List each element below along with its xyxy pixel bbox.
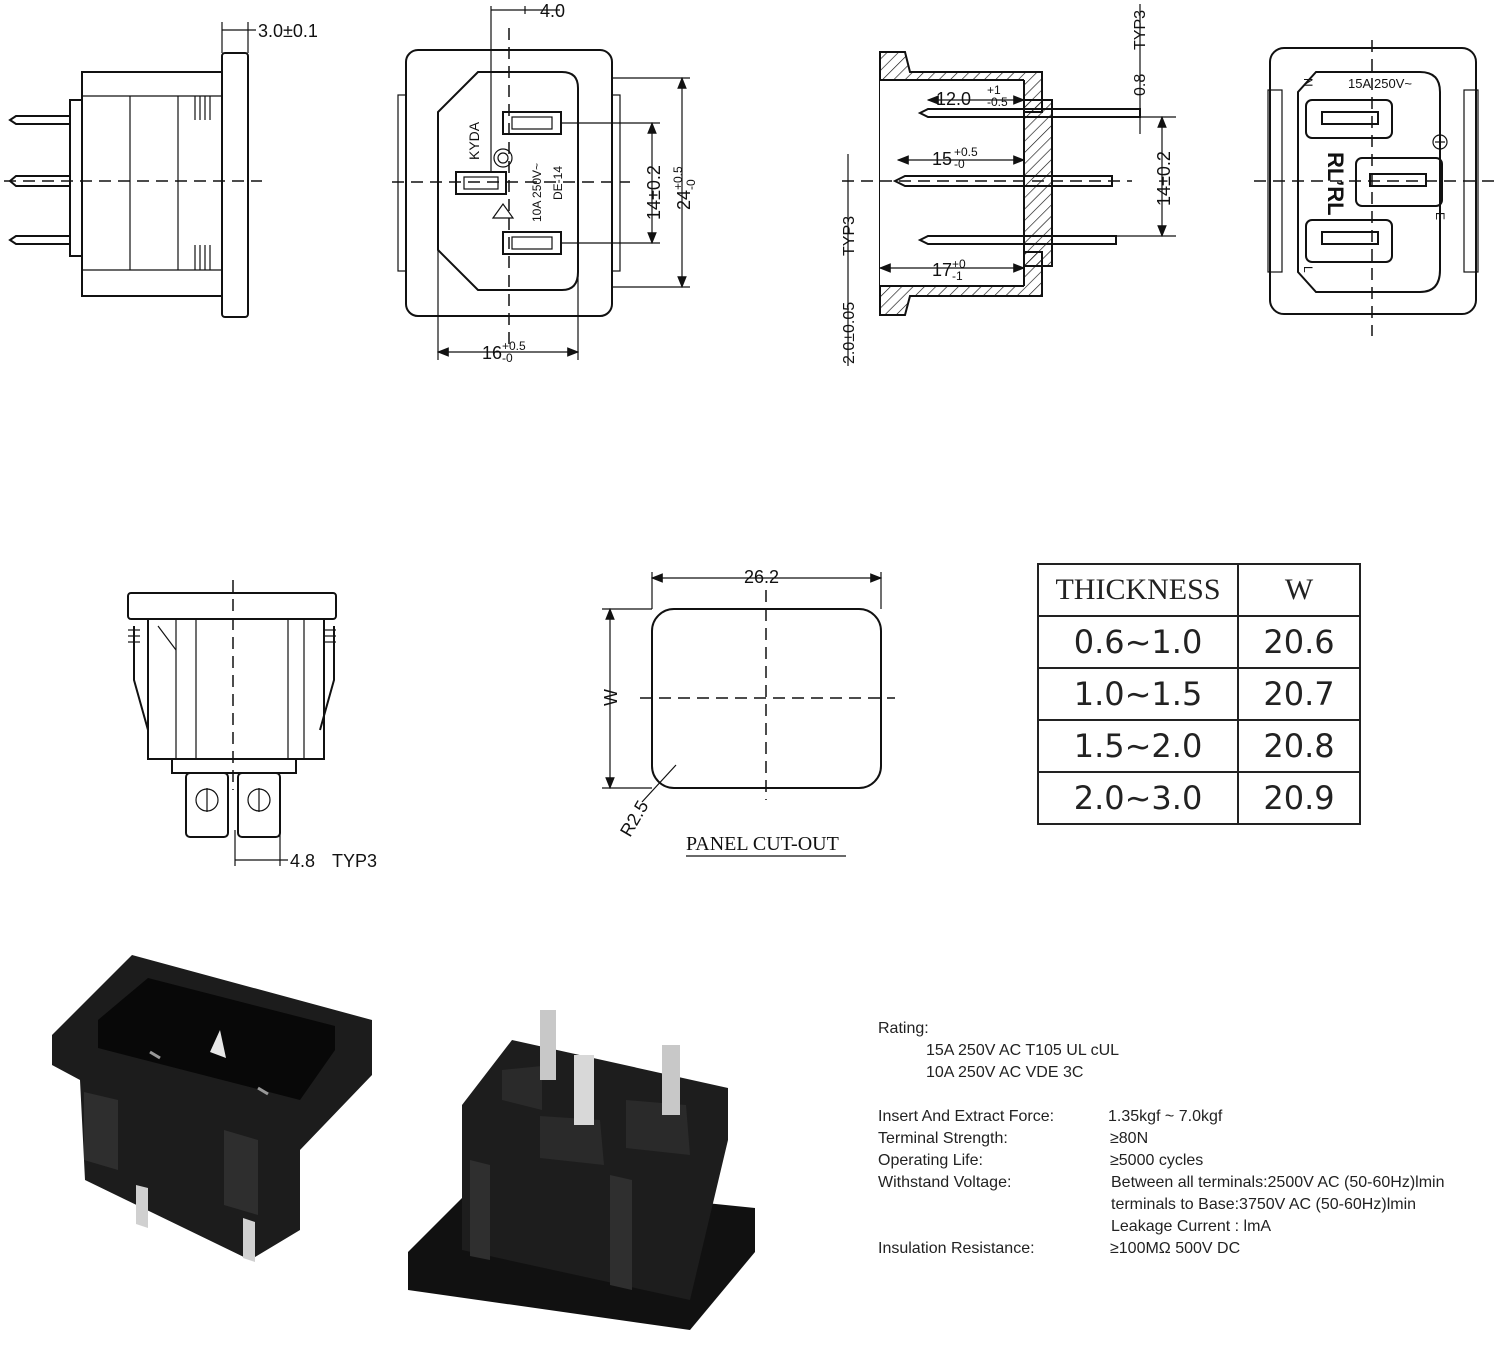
insulation-label: Insulation Resistance: <box>878 1240 1035 1257</box>
dim-width-base: 16 <box>482 343 502 363</box>
dim-len-b-tol-lower: -0 <box>954 157 965 171</box>
w-cell: 20.8 <box>1237 719 1361 773</box>
front-view-drawing <box>392 6 690 360</box>
dim-typ3-top: TYP3 <box>1132 10 1149 50</box>
ul-logo: RL’RL <box>1323 152 1348 216</box>
rating-line-2: 10A 250V AC VDE 3C <box>926 1064 1084 1081</box>
dim-len-c-tol-lower: -1 <box>952 269 963 283</box>
rear-view-drawing <box>1254 40 1496 336</box>
rating-label: Rating: <box>878 1020 929 1037</box>
insulation-value: ≥100MΩ 500V DC <box>1110 1240 1241 1257</box>
dim-cutout-w: W <box>601 689 621 706</box>
w-cell: 20.6 <box>1237 615 1361 669</box>
dim-height-tol-upper: +0.5 <box>671 166 685 190</box>
table-row: 1.5~2.0 20.8 <box>1037 719 1361 773</box>
dim-len-b-tol-upper: +0.5 <box>954 145 978 159</box>
dim-len-b-base: 15 <box>932 149 952 169</box>
life-value: ≥5000 cycles <box>1110 1152 1204 1169</box>
voltage-value-3: Leakage Current : lmA <box>1111 1218 1272 1235</box>
dim-len-a-tol-lower: -0.5 <box>987 95 1008 109</box>
force-label: Insert And Extract Force: <box>878 1108 1055 1125</box>
force-value: 1.35kgf ~ 7.0kgf <box>1108 1108 1223 1125</box>
voltage-value-2: terminals to Base:3750V AC (50-60Hz)lmin <box>1111 1196 1417 1213</box>
top-view-drawing <box>127 580 337 866</box>
panel-cutout-title: PANEL CUT-OUT <box>686 833 839 855</box>
voltage-label: Withstand Voltage: <box>878 1174 1012 1191</box>
dim-flange-thickness: 3.0±0.1 <box>258 21 318 41</box>
panel-cutout-drawing <box>602 572 895 857</box>
thickness-cell: 1.0~1.5 <box>1037 667 1239 721</box>
dim-wall-thickness: 2.0±0.05 <box>841 302 858 364</box>
dim-width-tol-upper: +0.5 <box>502 339 526 353</box>
dim-terminal-width: 4.8 <box>290 851 315 871</box>
w-header: W <box>1237 563 1361 617</box>
dim-len-c-tol-upper: +0 <box>952 257 966 271</box>
w-cell: 20.9 <box>1237 771 1361 825</box>
thickness-header: THICKNESS <box>1037 563 1239 617</box>
strength-value: ≥80N <box>1110 1130 1149 1147</box>
dim-len-a-tol-upper: +1 <box>987 83 1001 97</box>
rear-l-label: L <box>1301 266 1315 273</box>
connector-rear-photo <box>408 1010 755 1330</box>
dim-height-group: 24 +0.5 -0 <box>671 166 698 210</box>
connector-front-photo <box>52 955 372 1262</box>
dim-pin-pitch: 14±0.2 <box>644 165 664 220</box>
rear-rating-label: 15A 250V~ <box>1348 76 1412 91</box>
dim-pin-thickness: 0.8 <box>1132 74 1149 96</box>
thickness-table-header: THICKNESS W <box>1037 563 1361 617</box>
specifications-block: Rating: 15A 250V AC T105 UL cUL 10A 250V… <box>878 1018 1493 1260</box>
dim-height-base: 24 <box>674 190 694 210</box>
rating-line-1: 15A 250V AC T105 UL cUL <box>926 1042 1120 1059</box>
thickness-table: THICKNESS W 0.6~1.0 20.6 1.0~1.5 20.7 1.… <box>1037 563 1361 825</box>
dim-len-c-base: 17 <box>932 260 952 280</box>
front-brand-label: KYDA <box>466 121 482 160</box>
dim-cutout-width: 26.2 <box>744 567 779 587</box>
dim-typ3-left: TYP3 <box>841 216 858 256</box>
side-view-drawing <box>4 22 262 318</box>
front-rating-label: 10A 250V~ <box>530 163 544 222</box>
thickness-cell: 2.0~3.0 <box>1037 771 1239 825</box>
dim-cutout-radius: R2.5 <box>616 797 652 840</box>
dim-pin-offset: 4.0 <box>540 1 565 21</box>
dim-len-a-base: 12.0 <box>936 89 971 109</box>
w-cell: 20.7 <box>1237 667 1361 721</box>
dim-width-tol-lower: -0 <box>502 351 513 365</box>
section-view-drawing <box>842 4 1176 366</box>
rear-n-label: N <box>1301 78 1315 87</box>
table-row: 1.0~1.5 20.7 <box>1037 667 1361 721</box>
dim-terminal-typ3: TYP3 <box>332 851 377 871</box>
strength-label: Terminal Strength: <box>878 1130 1008 1147</box>
dim-pin-pitch-section: 14±0.2 <box>1154 151 1174 206</box>
table-row: 0.6~1.0 20.6 <box>1037 615 1361 669</box>
rear-e-label: E <box>1433 212 1447 220</box>
thickness-cell: 1.5~2.0 <box>1037 719 1239 773</box>
thickness-cell: 0.6~1.0 <box>1037 615 1239 669</box>
table-row: 2.0~3.0 20.9 <box>1037 771 1361 825</box>
dim-height-tol-lower: -0 <box>684 179 698 190</box>
voltage-value-1: Between all terminals:2500V AC (50-60Hz)… <box>1111 1174 1445 1191</box>
life-label: Operating Life: <box>878 1152 983 1169</box>
front-model-label: DE-14 <box>551 166 565 200</box>
